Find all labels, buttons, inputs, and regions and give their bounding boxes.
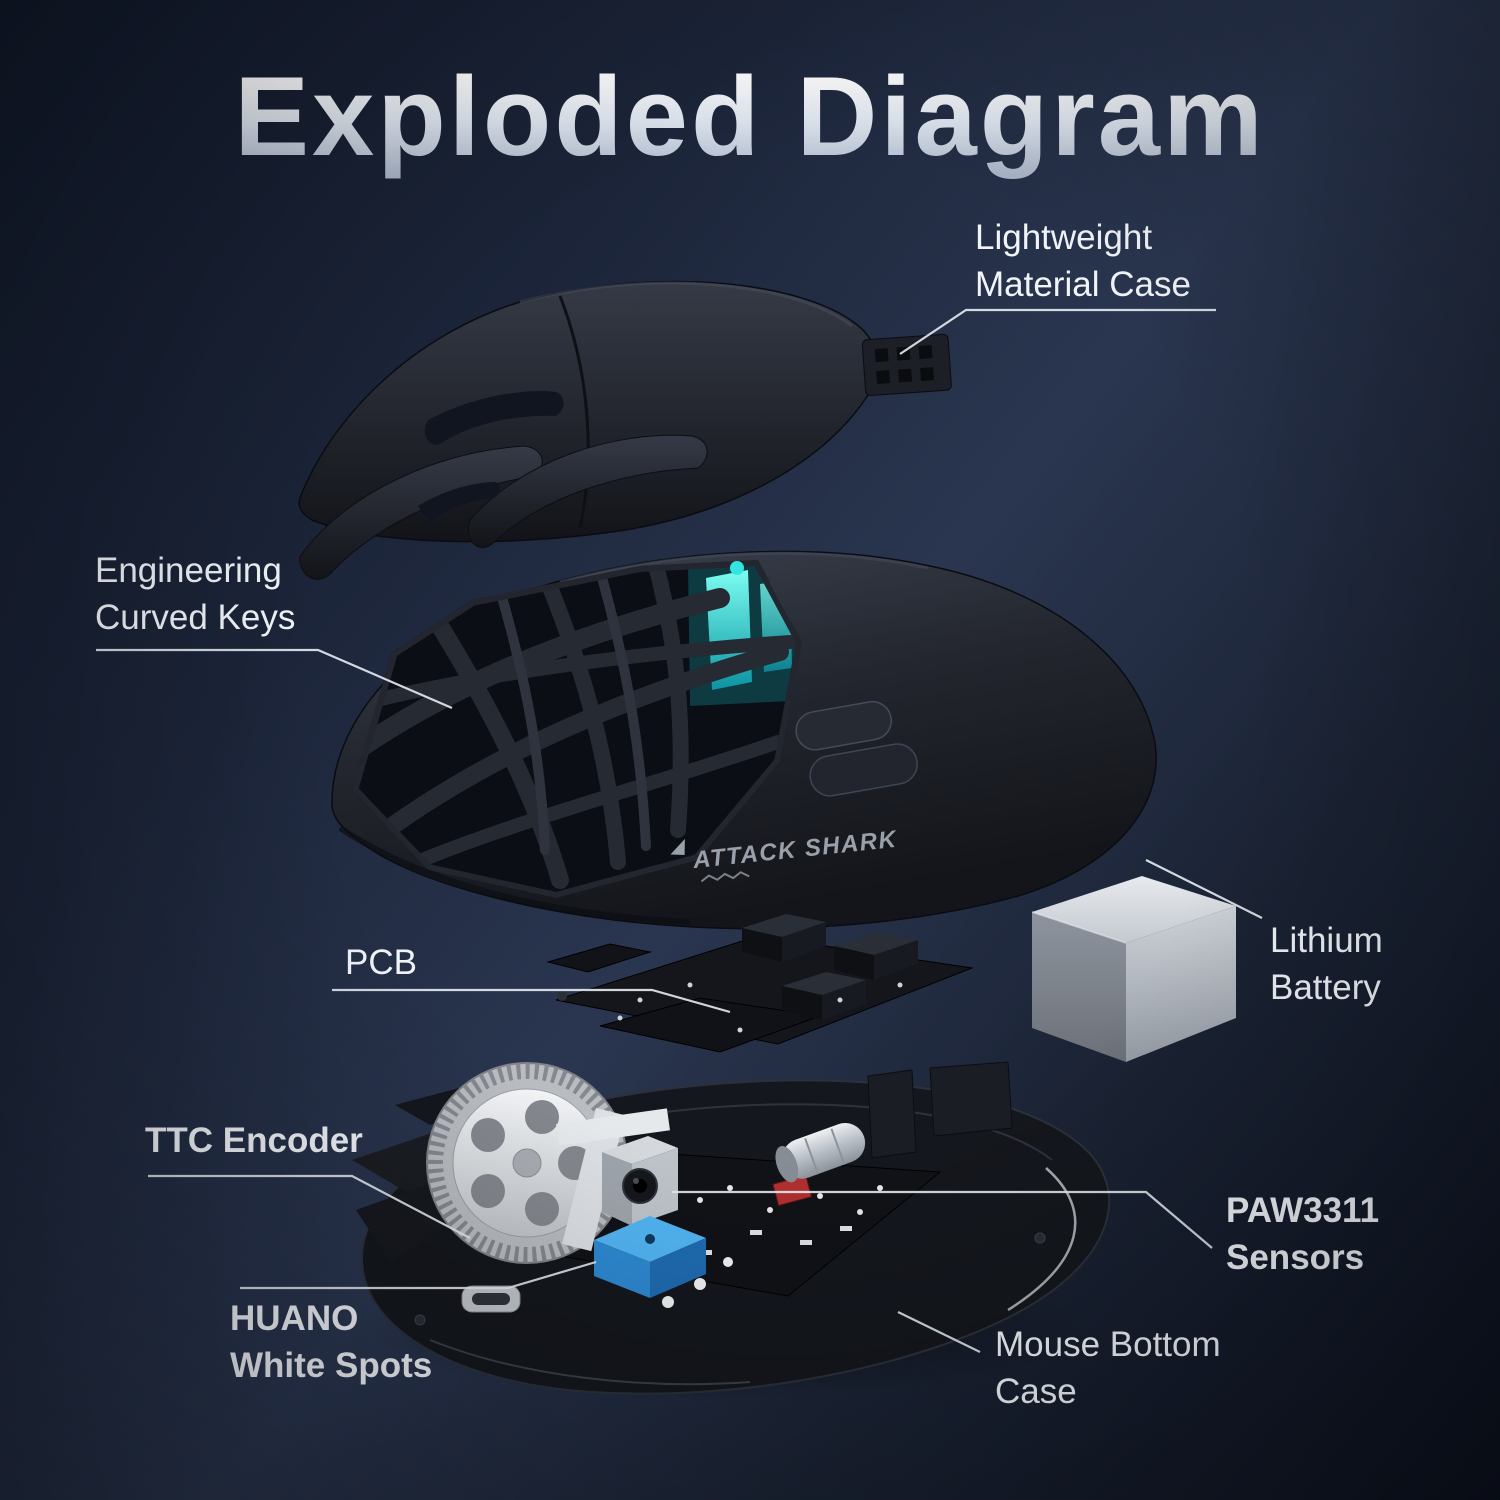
label-line: Sensors <box>1226 1237 1365 1277</box>
curved-keys <box>299 434 708 580</box>
label-line: Case <box>995 1371 1077 1411</box>
callout-lightweight-case <box>899 308 1216 355</box>
callout-ttc-encoder <box>148 1174 471 1239</box>
label-line: Engineering <box>95 551 282 590</box>
callout-huano <box>240 1260 597 1290</box>
callout-curved-keys <box>96 648 453 710</box>
metal-barrel <box>775 1122 866 1183</box>
label-line: HUANO <box>230 1299 359 1338</box>
pcb-boards <box>546 914 974 1053</box>
lithium-battery <box>1031 876 1236 1062</box>
callout-bottom-case <box>897 1311 981 1353</box>
label-paw3311-sensors: PAW3311 Sensors <box>1226 1188 1379 1282</box>
callout-lithium-battery <box>1145 859 1263 919</box>
ttc-encoder-block <box>602 1136 678 1226</box>
label-mouse-bottom-case: Mouse Bottom Case <box>995 1322 1221 1416</box>
label-line: Material Case <box>975 264 1191 304</box>
label-line: Lithium <box>1270 921 1383 960</box>
label-line: Mouse Bottom <box>995 1325 1221 1364</box>
screw-tab <box>861 333 952 397</box>
usb-c-port <box>461 1285 521 1313</box>
huano-white-spots <box>662 1257 733 1308</box>
callout-pcb <box>332 988 731 1014</box>
bottom-assembly <box>352 1061 1111 1400</box>
label-line: Lightweight <box>975 218 1153 257</box>
side-buttons <box>795 700 918 797</box>
label-lightweight-material-case: Lightweight Material Case <box>975 215 1191 309</box>
sensor-lens <box>622 1168 658 1204</box>
led-dot <box>730 561 744 575</box>
label-line: Battery <box>1270 967 1381 1007</box>
label-line: Curved Keys <box>95 597 296 637</box>
label-line: White Spots <box>230 1345 433 1385</box>
label-pcb: PCB <box>345 940 417 987</box>
callout-paw-sensors <box>672 1190 1213 1249</box>
label-huano-white-spots: HUANO White Spots <box>230 1296 432 1390</box>
blue-switch <box>594 1216 706 1298</box>
label-engineering-curved-keys: Engineering Curved Keys <box>95 548 295 642</box>
callout-lines <box>96 308 1263 1353</box>
page-title: Exploded Diagram <box>0 52 1500 181</box>
label-line: PAW3311 <box>1226 1191 1380 1230</box>
wheel-bracket <box>556 1108 670 1252</box>
label-lithium-battery: Lithium Battery <box>1270 918 1383 1012</box>
label-line: TTC Encoder <box>145 1121 363 1160</box>
label-line: PCB <box>345 943 417 982</box>
label-ttc-encoder: TTC Encoder <box>145 1118 363 1165</box>
main-shell: ATTACK SHARK <box>331 550 1157 930</box>
